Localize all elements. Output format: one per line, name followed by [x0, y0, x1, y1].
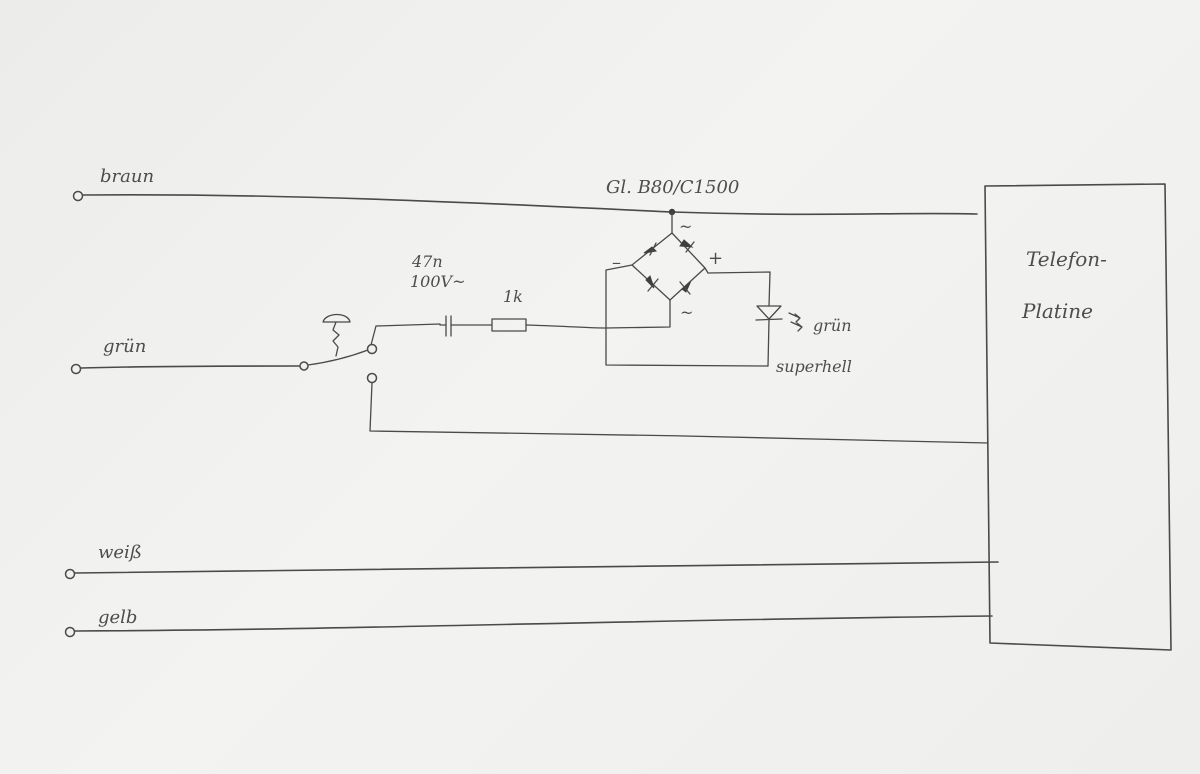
- wire-rectifier-ac-bottom: [605, 299, 671, 329]
- diode-d1: [643, 242, 658, 256]
- terminal-braun: [72, 190, 84, 202]
- wire-gelb: [74, 615, 993, 632]
- switch-common-terminal: [299, 361, 309, 371]
- telefon-platine-board: [984, 183, 1172, 651]
- terminal-gelb: [64, 626, 76, 638]
- led-type-label: superhell: [776, 357, 852, 376]
- hook-switch-button-icon: [322, 313, 351, 357]
- led-symbol: [755, 305, 803, 367]
- capacitor-voltage-label: 100V~: [410, 272, 466, 291]
- board-label-line1: Telefon-: [1026, 247, 1107, 271]
- diode-d3: [645, 275, 659, 292]
- resistor-symbol: [491, 318, 527, 332]
- rectifier-plus-symbol: +: [708, 248, 723, 269]
- wire-gruen: [80, 365, 301, 369]
- label-braun: braun: [100, 166, 154, 187]
- rectifier-minus-symbol: –: [612, 252, 621, 273]
- bridge-rectifier: [631, 232, 706, 301]
- rectifier-ac-top-symbol: ~: [679, 217, 692, 236]
- switch-lever: [307, 349, 369, 366]
- diode-d4: [679, 281, 692, 295]
- diode-d2: [679, 239, 695, 253]
- wire-rectifier-minus: [605, 264, 769, 367]
- switch-contact-lower: [366, 372, 378, 384]
- capacitor-value-label: 47n: [411, 252, 443, 271]
- label-gruen: grün: [103, 336, 146, 357]
- label-gelb: gelb: [98, 607, 137, 628]
- wire-switch-to-capacitor: [370, 323, 441, 346]
- rectifier-label: Gl. B80/C1500: [606, 177, 739, 198]
- board-label-line2: Platine: [1021, 299, 1093, 323]
- terminal-weiss: [64, 568, 76, 580]
- label-weiss: weiß: [98, 542, 142, 563]
- wire-rectifier-plus: [704, 267, 771, 307]
- capacitor-symbol: [439, 315, 493, 337]
- rectifier-ac-bottom-symbol: ~: [680, 303, 693, 322]
- wire-resistor-to-rectifier: [525, 324, 607, 329]
- wire-switch-to-board: [369, 382, 989, 444]
- switch-contact-upper: [366, 343, 378, 355]
- resistor-value-label: 1k: [503, 287, 523, 306]
- wire-braun: [82, 193, 978, 216]
- led-color-label: grün: [813, 316, 852, 335]
- wire-weiss: [74, 561, 999, 574]
- terminal-gruen: [70, 363, 82, 375]
